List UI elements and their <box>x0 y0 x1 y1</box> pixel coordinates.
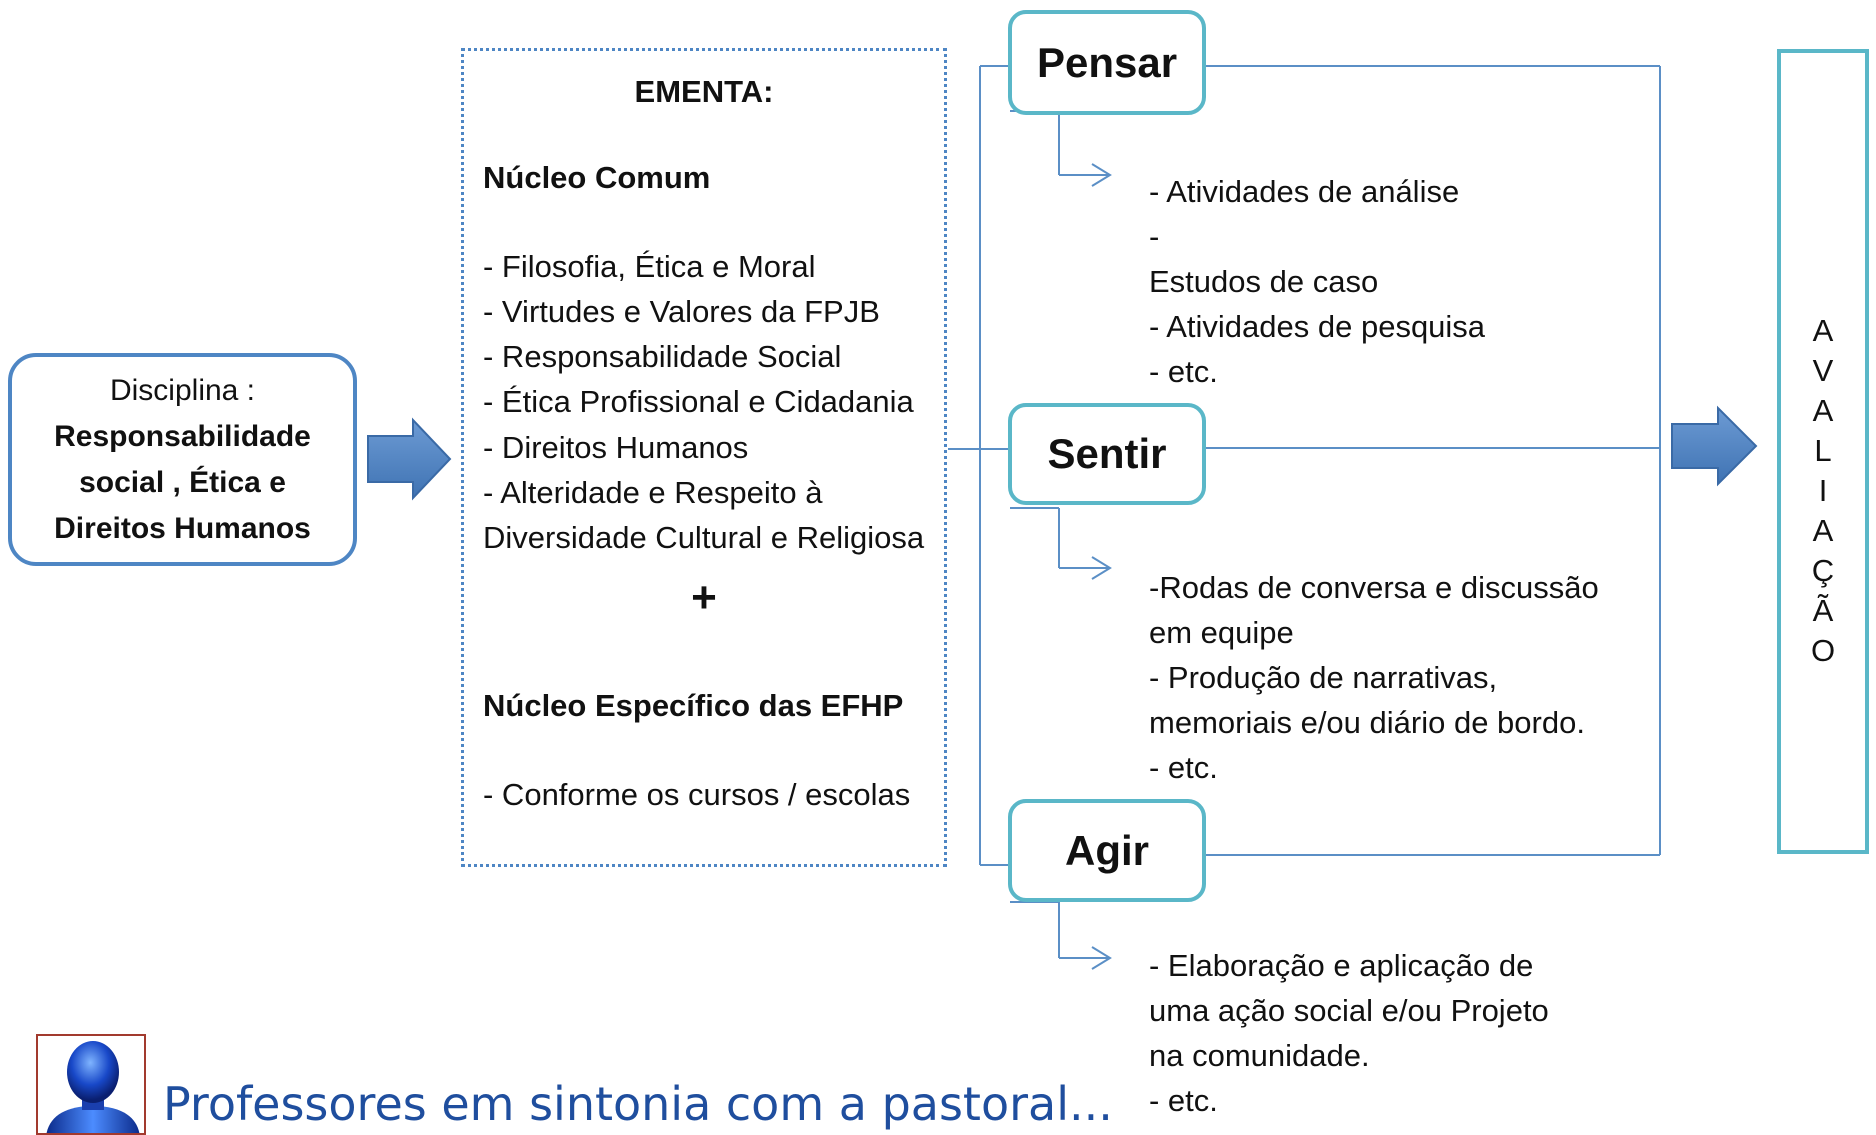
nucleo-especifico-item: - Conforme os cursos / escolas <box>483 777 911 812</box>
agir-box: Agir <box>1008 799 1206 902</box>
arrow-disciplina-to-ementa <box>367 417 452 501</box>
nucleo-comum-title: Núcleo Comum <box>483 160 711 195</box>
avaliacao-letter: Ç <box>1811 553 1835 588</box>
activity-item: - etc. <box>1149 750 1218 785</box>
person-icon <box>36 1034 146 1135</box>
elbow-arrow-pensar <box>1010 110 1112 187</box>
activity-item: Estudos de caso <box>1149 264 1379 299</box>
activity-item: em equipe <box>1149 615 1294 650</box>
activity-item: na comunidade. <box>1149 1038 1370 1073</box>
activity-item: - Atividades de pesquisa <box>1149 309 1486 344</box>
nucleo-comum-item: - Direitos Humanos <box>483 430 749 465</box>
activity-item: - etc. <box>1149 1083 1218 1118</box>
footer-caption: Professores em sintonia com a pastoral..… <box>163 1077 1113 1131</box>
avaliacao-letter: A <box>1812 393 1834 428</box>
nucleo-especifico-title: Núcleo Específico das EFHP <box>483 688 904 723</box>
nucleo-comum-item: - Filosofia, Ética e Moral <box>483 249 816 284</box>
pensar-activities: - Atividades de análise - Estudos de cas… <box>1149 169 1485 394</box>
bracket-connector <box>948 65 1008 866</box>
avaliacao-letter: A <box>1812 313 1834 348</box>
disciplina-name-line-1: Responsabilidade <box>54 419 311 453</box>
activity-item: - Atividades de análise <box>1149 174 1460 209</box>
activity-item: -Rodas de conversa e discussão <box>1149 570 1599 605</box>
pensar-label: Pensar <box>1036 38 1178 86</box>
activity-item: - <box>1149 219 1160 254</box>
activity-item: uma ação social e/ou Projeto <box>1149 993 1549 1028</box>
activity-item: - Elaboração e aplicação de <box>1149 948 1534 983</box>
nucleo-comum-item: - Responsabilidade Social <box>483 339 842 374</box>
avaliacao-letter: I <box>1818 473 1828 508</box>
avaliacao-vertical-text: A V A L I A Ç Ã O <box>1781 311 1865 671</box>
activity-item: memoriais e/ou diário de bordo. <box>1149 705 1585 740</box>
pensar-box: Pensar <box>1008 10 1206 115</box>
sentir-label: Sentir <box>1047 430 1167 477</box>
ementa-title: EMENTA: <box>634 74 774 109</box>
arrow-to-avaliacao <box>1671 405 1758 487</box>
activity-item: - etc. <box>1149 354 1218 389</box>
disciplina-name-line-3: Direitos Humanos <box>54 511 311 545</box>
agir-activities: - Elaboração e aplicação de uma ação soc… <box>1149 943 1549 1123</box>
avaliacao-letter: Ã <box>1812 593 1834 628</box>
agir-label: Agir <box>1065 826 1149 874</box>
avaliacao-letter: V <box>1812 353 1834 388</box>
nucleo-comum-item: Diversidade Cultural e Religiosa <box>483 520 925 555</box>
disciplina-label: Disciplina : <box>109 373 256 407</box>
activity-item: - Produção de narrativas, <box>1149 660 1498 695</box>
nucleo-comum-item: - Ética Profissional e Cidadania <box>483 384 914 419</box>
ementa-box: EMENTA: Núcleo Comum - Filosofia, Ética … <box>461 48 947 867</box>
disciplina-name-line-2: social , Ética e <box>79 465 286 499</box>
avaliacao-letter: L <box>1814 433 1832 468</box>
avaliacao-letter: A <box>1812 513 1834 548</box>
sentir-box: Sentir <box>1008 403 1206 505</box>
nucleo-comum-item: - Virtudes e Valores da FPJB <box>483 294 880 329</box>
sentir-activities: -Rodas de conversa e discussão em equipe… <box>1149 565 1599 790</box>
disciplina-box: Disciplina : Responsabilidade social , É… <box>8 353 357 566</box>
avaliacao-letter: O <box>1810 633 1836 668</box>
nucleo-comum-item: - Alteridade e Respeito à <box>483 475 823 510</box>
avaliacao-box: A V A L I A Ç Ã O <box>1777 49 1869 854</box>
elbow-arrow-sentir <box>1010 507 1112 580</box>
elbow-arrow-agir <box>1010 901 1112 970</box>
right-bracket <box>1203 65 1661 856</box>
plus-sign: + <box>691 573 717 622</box>
